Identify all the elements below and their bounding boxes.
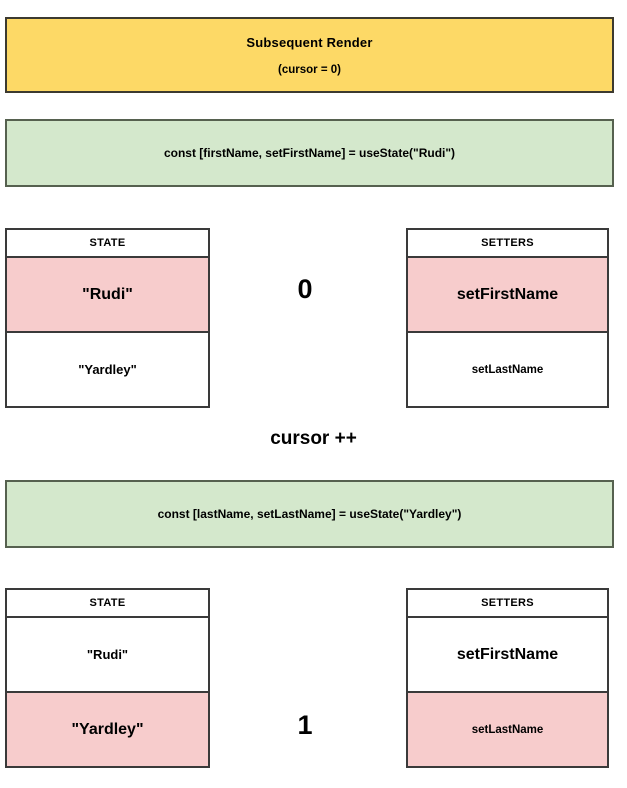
- state-table-first: STATE "Rudi" "Yardley": [5, 228, 210, 408]
- code-box-last-name: const [lastName, setLastName] = useState…: [5, 480, 614, 548]
- setters-table-first: SETTERS setFirstName setLastName: [406, 228, 609, 408]
- cursor-increment-label: cursor ++: [270, 428, 357, 449]
- cursor-index-value-first: 0: [297, 274, 313, 304]
- state-cell-first-name: "Rudi": [7, 618, 208, 693]
- setters-cell-set-first-name: setFirstName: [408, 258, 607, 333]
- setters-cell-set-first-name: setFirstName: [408, 618, 607, 693]
- setters-cell-set-last-name: setLastName: [471, 363, 544, 376]
- state-cell-first-name: "Rudi": [7, 258, 208, 333]
- setters-cell-set-last-name: setLastName: [408, 693, 607, 766]
- state-cell-last-name: "Yardley": [7, 693, 208, 766]
- setters-table-header: SETTERS: [408, 230, 607, 258]
- cursor-index-value-second: 1: [297, 710, 313, 740]
- code-line-last-name: const [lastName, setLastName] = useState…: [157, 507, 462, 521]
- code-box-first-name: const [firstName, setFirstName] = useSta…: [5, 119, 614, 187]
- subsequent-render-banner: Subsequent Render (cursor = 0): [5, 17, 614, 93]
- setters-table-second: SETTERS setFirstName setLastName: [406, 588, 609, 768]
- banner-cursor-value: (cursor = 0): [278, 63, 341, 76]
- state-table-header: STATE: [7, 230, 208, 258]
- code-line-first-name: const [firstName, setFirstName] = useSta…: [163, 146, 456, 160]
- banner-title: Subsequent Render: [246, 34, 373, 50]
- state-table-second: STATE "Rudi" "Yardley": [5, 588, 210, 768]
- state-table-header: STATE: [7, 590, 208, 618]
- setters-table-header: SETTERS: [408, 590, 607, 618]
- state-cell-last-name: "Yardley": [78, 362, 137, 377]
